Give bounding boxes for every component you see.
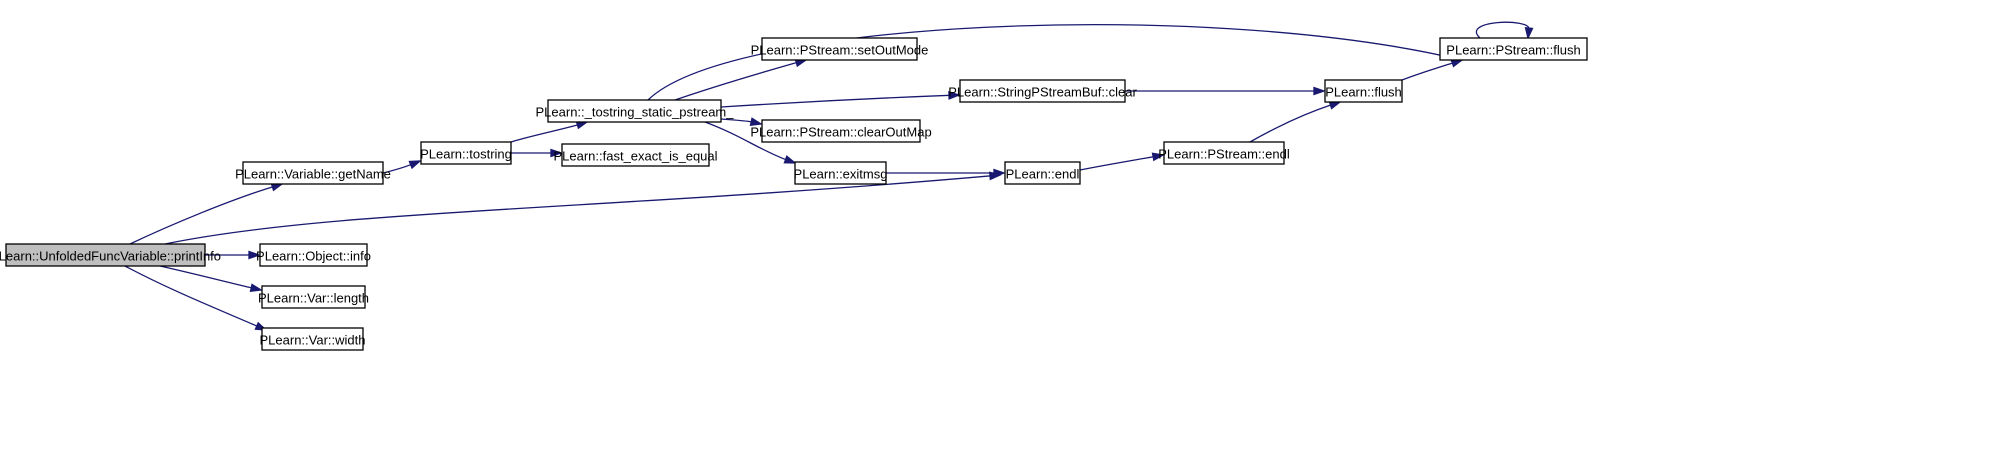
node-box	[1004, 161, 1081, 185]
node-label: PLearn::fast_exact_is_equal	[553, 149, 717, 164]
edge-line	[164, 175, 992, 245]
function-node[interactable]: PLearn::Variable::getName	[235, 161, 391, 185]
function-node[interactable]: PLearn::PStream::setOutMode	[751, 37, 929, 61]
node-box	[261, 327, 364, 351]
node-label: PLearn::Var::length	[258, 291, 369, 306]
node-label: PLearn::_tostring_static_pstream_	[536, 105, 735, 120]
edges-layer	[124, 21, 1534, 331]
function-node[interactable]: PLearn::exitmsg	[794, 161, 888, 185]
node-box	[794, 161, 887, 185]
function-node[interactable]: PLearn::_tostring_static_pstream_	[536, 99, 735, 123]
edge-n7-to-n9	[886, 168, 1006, 178]
node-label: PLearn::Variable::getName	[235, 167, 391, 182]
function-node[interactable]: PLearn::tostring	[420, 141, 512, 165]
arrowhead-icon	[1328, 101, 1342, 110]
function-node[interactable]: PLearn::endl	[1004, 161, 1081, 185]
function-node[interactable]: PLearn::PStream::clearOutMap	[750, 119, 932, 143]
node-box	[420, 141, 512, 165]
edge-n0-to-n13	[205, 250, 261, 260]
arrowhead-icon	[948, 91, 961, 100]
function-node[interactable]: PLearn::flush	[1324, 79, 1403, 103]
edge-n0-to-n15	[124, 265, 268, 331]
node-label: PLearn::PStream::setOutMode	[751, 43, 929, 58]
edge-n12-to-n12	[1476, 21, 1534, 40]
node-box	[5, 243, 206, 267]
node-label: PLearn::flush	[1325, 85, 1402, 100]
edge-n5-to-n11	[1125, 86, 1326, 96]
edge-n3-to-n7	[704, 121, 797, 164]
function-node[interactable]: PLearn::PStream::flush	[1439, 37, 1588, 61]
arrowhead-icon	[1450, 59, 1464, 68]
node-box	[1439, 37, 1588, 61]
edge-line	[1476, 21, 1530, 39]
arrowhead-icon	[1313, 86, 1326, 96]
node-box	[761, 37, 918, 61]
edge-line	[124, 265, 258, 327]
edge-n3-to-n5	[720, 91, 961, 108]
function-node[interactable]: PLearn::fast_exact_is_equal	[553, 143, 718, 167]
arrowhead-icon	[993, 168, 1006, 178]
edge-line	[720, 94, 951, 108]
node-box	[1324, 79, 1403, 103]
edge-line	[1079, 155, 1155, 171]
node-box	[959, 79, 1126, 103]
node-label: PLearn::tostring	[420, 147, 512, 162]
edge-n11-to-n12	[1401, 59, 1464, 81]
edge-line	[647, 24, 1454, 101]
node-label: PLearn::PStream::flush	[1446, 43, 1580, 58]
function-node[interactable]: PLearn::Var::width	[260, 327, 366, 351]
node-label: PLearn::Object::info	[256, 249, 371, 264]
edge-n3-to-n6	[720, 117, 763, 126]
arrowhead-icon	[248, 250, 261, 260]
edge-n3-to-n4	[674, 58, 808, 101]
edge-n2-to-n8	[511, 148, 563, 158]
arrowhead-icon	[550, 148, 563, 158]
edge-line	[1249, 104, 1332, 143]
node-label: PLearn::endl	[1006, 167, 1080, 182]
node-box	[1163, 141, 1285, 165]
function-node[interactable]: PLearn::StringPStreamBuf::clear	[948, 79, 1137, 103]
node-label: PLearn::exitmsg	[794, 167, 888, 182]
node-box	[242, 161, 384, 185]
function-node[interactable]: PLearn::Var::length	[258, 285, 369, 309]
node-label: PLearn::UnfoldedFuncVariable::printInfo	[0, 249, 221, 264]
arrowhead-icon	[408, 160, 422, 170]
nodes-layer: PLearn::UnfoldedFuncVariable::printInfoP…	[0, 37, 1588, 351]
node-label: PLearn::PStream::clearOutMap	[750, 125, 931, 140]
arrowhead-icon	[1151, 152, 1165, 162]
edge-line	[674, 61, 798, 101]
edge-n1-to-n2	[382, 160, 422, 174]
node-box	[561, 143, 710, 167]
node-box	[547, 99, 722, 123]
node-box	[261, 285, 366, 309]
root-function-node: PLearn::UnfoldedFuncVariable::printInfo	[0, 243, 221, 267]
edge-line	[382, 163, 412, 174]
node-label: PLearn::Var::width	[260, 333, 366, 348]
edge-n9-to-n10	[1079, 152, 1165, 171]
arrowhead-icon	[1524, 26, 1534, 40]
node-label: PLearn::PStream::endl	[1158, 147, 1290, 162]
edge-n0-to-n1	[129, 182, 284, 245]
edge-line	[510, 123, 579, 143]
node-label: PLearn::StringPStreamBuf::clear	[948, 85, 1137, 100]
function-node[interactable]: PLearn::Object::info	[256, 243, 371, 267]
function-node[interactable]: PLearn::PStream::endl	[1158, 141, 1290, 165]
node-box	[259, 243, 368, 267]
edge-line	[1401, 62, 1454, 81]
edge-n0-to-n14	[159, 265, 263, 292]
arrowhead-icon	[783, 155, 797, 164]
edge-line	[159, 265, 253, 289]
node-box	[761, 119, 921, 143]
edge-line	[129, 185, 274, 245]
arrowhead-icon	[249, 283, 263, 292]
edge-line	[704, 121, 787, 161]
edge-n10-to-n11	[1249, 101, 1342, 143]
arrowhead-icon	[749, 117, 763, 126]
edge-n2-to-n3	[510, 120, 589, 143]
